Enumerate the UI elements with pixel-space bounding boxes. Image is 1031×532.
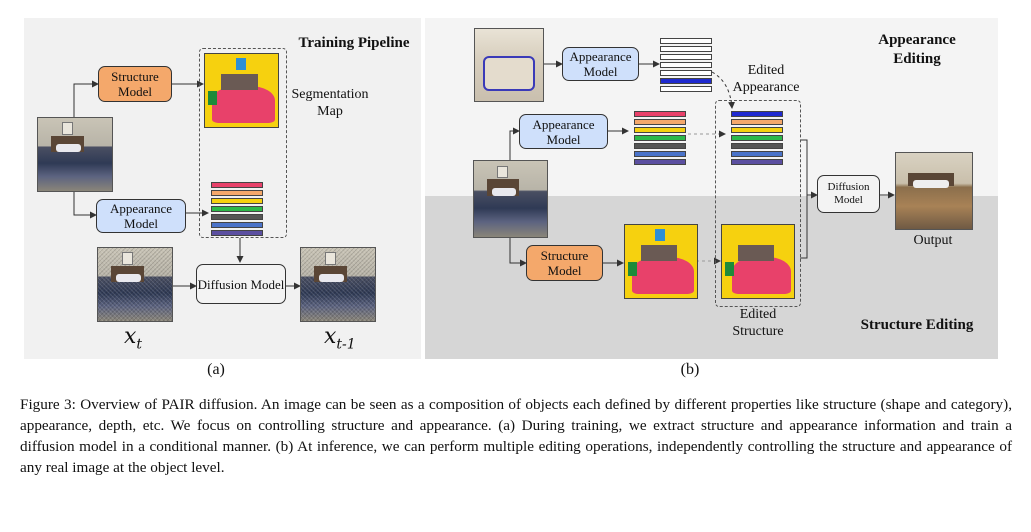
segmentation-map-label: Segmentation Map [291, 87, 369, 119]
edited-segmentation-map [721, 224, 795, 299]
input-image [37, 117, 113, 192]
input-image-b [473, 160, 548, 238]
edited-appearance-vectors [731, 111, 783, 167]
appearance-model-box-mid: Appearance Model [519, 114, 608, 149]
structure-model-label: Structure Model [111, 69, 159, 99]
reference-appearance-image [474, 28, 544, 102]
reference-appearance-vectors [660, 38, 712, 94]
appearance-editing-title: Appearance Editing [878, 32, 956, 67]
appearance-vectors-b [634, 111, 686, 167]
output-image [895, 152, 973, 230]
denoised-image-xt1 [300, 247, 376, 322]
structure-editing-title: Structure Editing [860, 317, 974, 333]
x-t-label: xt [124, 324, 143, 353]
structure-model-box: Structure Model [98, 66, 172, 102]
appearance-vectors-a [211, 182, 263, 238]
subfigure-label-a: (a) [207, 361, 225, 378]
edited-dashed-box [715, 100, 801, 307]
appearance-model-top-label: Appearance Model [569, 49, 632, 79]
diffusion-model-box-b: Diffusion Model [817, 175, 880, 213]
structure-model-box-b: Structure Model [526, 245, 603, 281]
noisy-image-xt [97, 247, 173, 322]
appearance-model-box-top: Appearance Model [562, 47, 639, 81]
diffusion-model-label-a: Diffusion Model [197, 276, 285, 292]
conditioning-dashed-box [199, 48, 287, 238]
segmentation-map-image [204, 53, 279, 128]
output-label: Output [913, 233, 953, 248]
x-t-minus-1-label: xt-1 [324, 324, 356, 353]
panel-a-title: Training Pipeline [298, 35, 410, 51]
edited-appearance-label: Edited Appearance [732, 63, 800, 95]
appearance-model-label: Appearance Model [109, 201, 173, 231]
diffusion-model-b-label: Diffusion Model [827, 181, 870, 206]
appearance-model-box: Appearance Model [96, 199, 186, 233]
structure-model-b-label: Structure Model [540, 248, 589, 278]
edited-structure-label: Edited Structure [732, 307, 784, 339]
diffusion-model-box-a: Diffusion Model [196, 264, 286, 304]
appearance-model-mid-label: Appearance Model [532, 116, 595, 147]
figure-caption: Figure 3: Overview of PAIR diffusion. An… [20, 396, 1012, 476]
segmentation-map-b [624, 224, 698, 299]
subfigure-label-b: (b) [680, 361, 700, 378]
